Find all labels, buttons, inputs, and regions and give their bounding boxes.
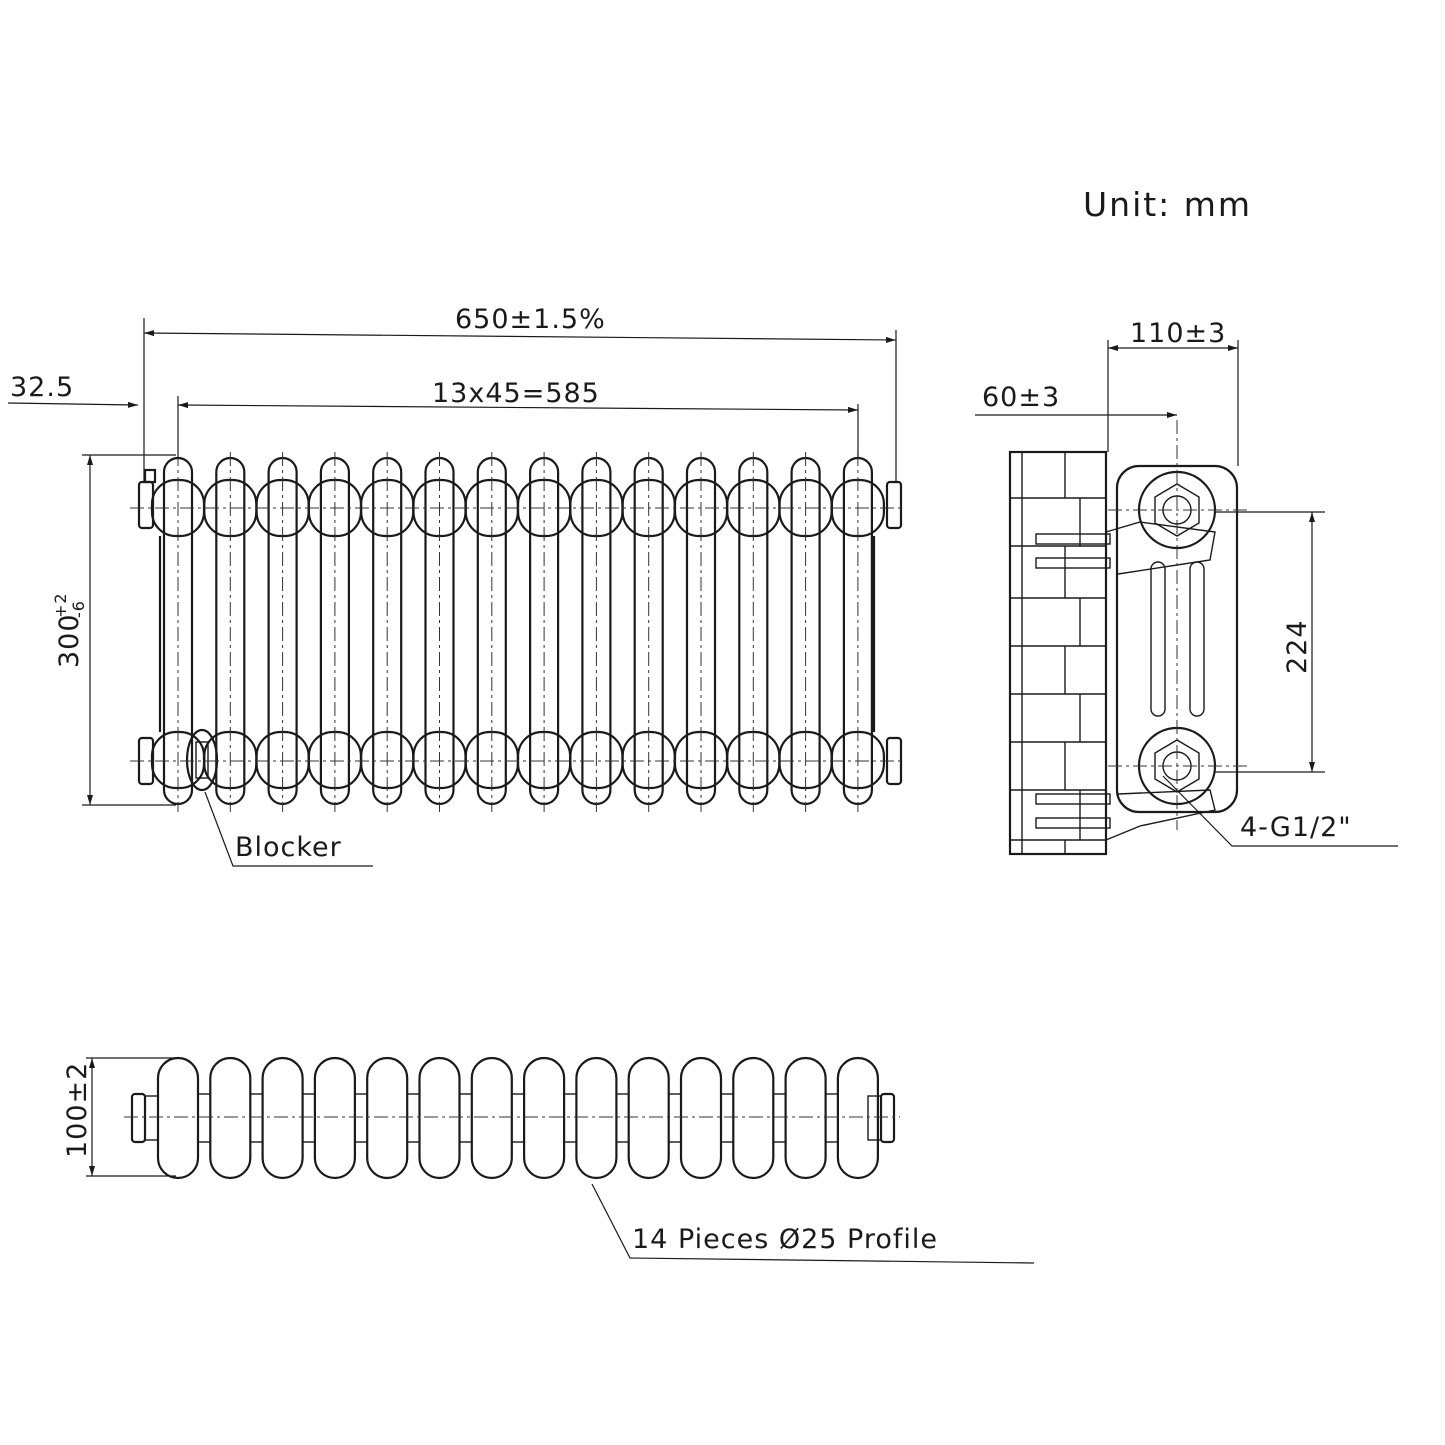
unit-label: Unit: mm	[1083, 185, 1252, 224]
top-section-14	[836, 1056, 880, 1180]
front-column-10	[621, 452, 676, 812]
top-depth-label: 100±2	[62, 1062, 93, 1158]
centres-label: 224	[1282, 619, 1313, 674]
side-view: 110±3 60±3 224 4-G1/2"	[975, 318, 1398, 856]
front-column-11	[673, 452, 729, 812]
front-column-9	[569, 452, 624, 812]
front-column-13	[778, 452, 833, 812]
front-column-2	[203, 452, 258, 812]
top-view: 100±2 14 Pieces Ø25 Profile	[62, 1056, 1035, 1264]
depth-label: 110±3	[1130, 318, 1226, 349]
front-end-caps	[137, 468, 903, 786]
offset-label: 32.5	[10, 372, 74, 403]
front-column-5	[360, 452, 415, 812]
front-columns	[150, 452, 886, 812]
blocker-label: Blocker	[235, 832, 342, 863]
top-section-12	[732, 1056, 787, 1180]
height-tolerance-lower: -6	[69, 600, 88, 618]
front-column-12	[726, 452, 781, 812]
pitch-label: 13x45=585	[432, 378, 600, 409]
front-column-4	[307, 452, 362, 812]
height-tolerance-upper: +2	[51, 592, 70, 618]
front-column-14	[830, 452, 886, 812]
top-section-5	[366, 1056, 421, 1180]
top-section-13	[784, 1056, 839, 1180]
top-section-11	[679, 1056, 735, 1180]
top-section-2	[209, 1056, 264, 1180]
top-section-6	[418, 1056, 473, 1180]
top-section-9	[575, 1056, 630, 1180]
profile-label: 14 Pieces Ø25 Profile	[632, 1224, 938, 1255]
wall-bricks	[1010, 452, 1106, 855]
top-end-caps	[130, 1092, 896, 1144]
top-section-7	[470, 1056, 525, 1180]
top-section-8	[522, 1056, 578, 1180]
front-view: 650±1.5% 13x45=585 32.5 300 +2 -6 Blocke…	[7, 304, 905, 867]
wall-brackets	[1035, 533, 1111, 829]
blocker-part	[185, 728, 219, 792]
top-section-4	[313, 1056, 368, 1180]
front-column-8	[516, 452, 572, 812]
front-column-7	[464, 452, 519, 812]
front-column-6	[412, 452, 467, 812]
connections-label: 4-G1/2"	[1240, 812, 1352, 843]
wall	[1008, 450, 1108, 856]
overall-width-label: 650±1.5%	[455, 304, 606, 335]
top-section-3	[261, 1056, 316, 1180]
front-column-3	[255, 452, 310, 812]
top-section-10	[627, 1056, 682, 1180]
top-sections	[144, 1056, 882, 1180]
height-label: 300	[54, 613, 85, 668]
wall-offset-label: 60±3	[982, 382, 1060, 413]
top-section-1	[156, 1056, 212, 1180]
